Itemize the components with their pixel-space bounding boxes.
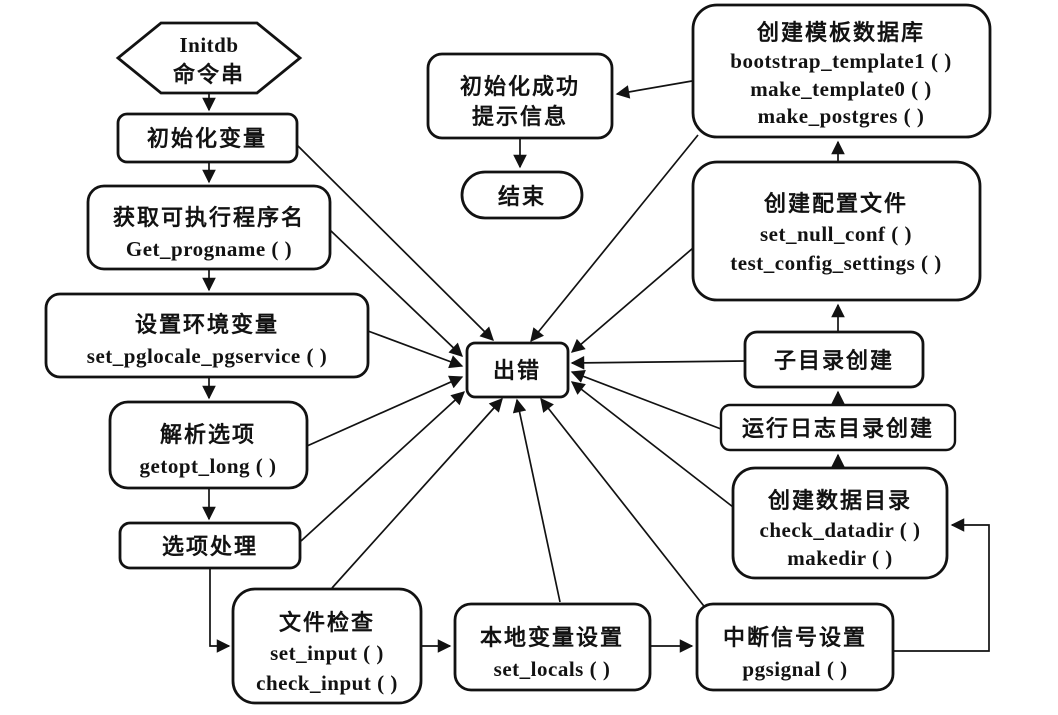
node-label: makedir ( ) xyxy=(787,546,892,570)
edge-pgsignal-to-error xyxy=(540,397,708,611)
node-label: check_datadir ( ) xyxy=(760,518,921,542)
node-shape xyxy=(695,602,895,692)
node-label: 本地变量设置 xyxy=(480,625,624,650)
node-shape xyxy=(108,400,309,490)
node-option-handling: 选项处理 xyxy=(118,521,302,570)
node-pgsignal: 中断信号设置 pgsignal ( ) xyxy=(695,602,895,692)
node-label: make_postgres ( ) xyxy=(758,104,925,128)
edge-pgsignal-to-create-datadir xyxy=(893,518,990,652)
node-label: 文件检查 xyxy=(279,610,375,635)
node-label: 初始化成功 xyxy=(460,74,580,99)
node-success-msg: 初始化成功 提示信息 xyxy=(426,52,614,140)
node-log-dir: 运行日志目录创建 xyxy=(719,403,957,452)
node-label: 结束 xyxy=(498,184,546,209)
node-shape xyxy=(44,292,370,379)
node-label: Get_progname ( ) xyxy=(126,237,292,261)
node-get-progname: 获取可执行程序名 Get_progname ( ) xyxy=(86,184,332,271)
node-label: 创建数据目录 xyxy=(767,488,912,513)
node-subdir: 子目录创建 xyxy=(743,330,925,389)
node-label: pgsignal ( ) xyxy=(742,657,847,681)
node-shape xyxy=(719,403,957,452)
edge-create-template-db-to-success-msg xyxy=(615,80,693,99)
node-shape xyxy=(426,52,614,140)
node-label: set_null_conf ( ) xyxy=(760,222,912,246)
node-end: 结束 xyxy=(460,170,584,220)
node-label: 运行日志目录创建 xyxy=(742,416,934,441)
edge-init-vars-to-error xyxy=(296,144,494,341)
node-label: 子目录创建 xyxy=(774,348,894,373)
initdb-hexagon-shape xyxy=(115,21,303,95)
node-label: Initdb xyxy=(179,33,238,57)
node-shape xyxy=(86,184,332,271)
node-label: set_locals ( ) xyxy=(494,657,611,681)
node-parse-options: 解析选项 getopt_long ( ) xyxy=(108,400,309,490)
node-label: 创建模板数据库 xyxy=(756,20,925,45)
node-label: set_pglocale_pgservice ( ) xyxy=(87,344,327,368)
edge-set-locals-to-error xyxy=(512,398,561,603)
node-label: 选项处理 xyxy=(162,534,258,559)
edge-create-datadir-to-error xyxy=(570,381,734,508)
edge-get-progname-to-error xyxy=(329,229,463,357)
edge-log-dir-to-error xyxy=(570,370,722,430)
node-label: check_input ( ) xyxy=(256,671,398,695)
node-create-conf: 创建配置文件 set_null_conf ( ) test_config_set… xyxy=(691,160,982,302)
node-label: 获取可执行程序名 xyxy=(113,205,305,230)
node-shape xyxy=(460,170,584,220)
node-file-check: 文件检查 set_input ( ) check_input ( ) xyxy=(231,587,423,705)
edge-create-template-db-to-error xyxy=(530,134,699,343)
node-set-env: 设置环境变量 set_pglocale_pgservice ( ) xyxy=(44,292,370,379)
node-shape xyxy=(453,602,652,692)
node-label: 出错 xyxy=(493,358,541,383)
edge-parse-options-to-error xyxy=(306,375,464,447)
node-label: 命令串 xyxy=(173,62,245,87)
node-shape xyxy=(465,341,570,399)
node-shape xyxy=(116,112,299,164)
node-shape xyxy=(691,3,992,139)
node-shape xyxy=(231,587,423,705)
node-label: 解析选项 xyxy=(160,422,256,447)
node-set-locals: 本地变量设置 set_locals ( ) xyxy=(453,602,652,692)
node-label: 设置环境变量 xyxy=(135,312,279,337)
node-shape xyxy=(743,330,925,389)
node-shape xyxy=(691,160,982,302)
edge-set-env-to-error xyxy=(367,330,464,369)
edge-file-check-to-error xyxy=(331,397,503,589)
edge-create-conf-to-error xyxy=(570,247,694,353)
node-label: make_template0 ( ) xyxy=(750,77,932,101)
edge-subdir-to-error xyxy=(570,356,746,370)
node-label: 提示信息 xyxy=(472,104,568,129)
node-label: 初始化变量 xyxy=(147,126,267,151)
node-label: set_input ( ) xyxy=(270,641,384,665)
node-init-vars: 初始化变量 xyxy=(116,112,299,164)
node-label: bootstrap_template1 ( ) xyxy=(730,49,951,73)
edge-option-handling-to-error xyxy=(300,391,466,542)
node-shape xyxy=(118,521,302,570)
node-label: getopt_long ( ) xyxy=(140,454,277,478)
node-error: 出错 xyxy=(465,341,570,399)
node-create-template-db: 创建模板数据库 bootstrap_template1 ( ) make_tem… xyxy=(691,3,992,139)
node-shape xyxy=(731,466,949,580)
node-create-datadir: 创建数据目录 check_datadir ( ) makedir ( ) xyxy=(731,466,949,580)
node-label: 中断信号设置 xyxy=(723,625,867,650)
edge-option-handling-to-file-check xyxy=(209,568,231,653)
node-label: 创建配置文件 xyxy=(763,191,908,216)
node-label: test_config_settings ( ) xyxy=(730,251,941,275)
node-initdb-command: Initdb 命令串 xyxy=(115,21,303,95)
